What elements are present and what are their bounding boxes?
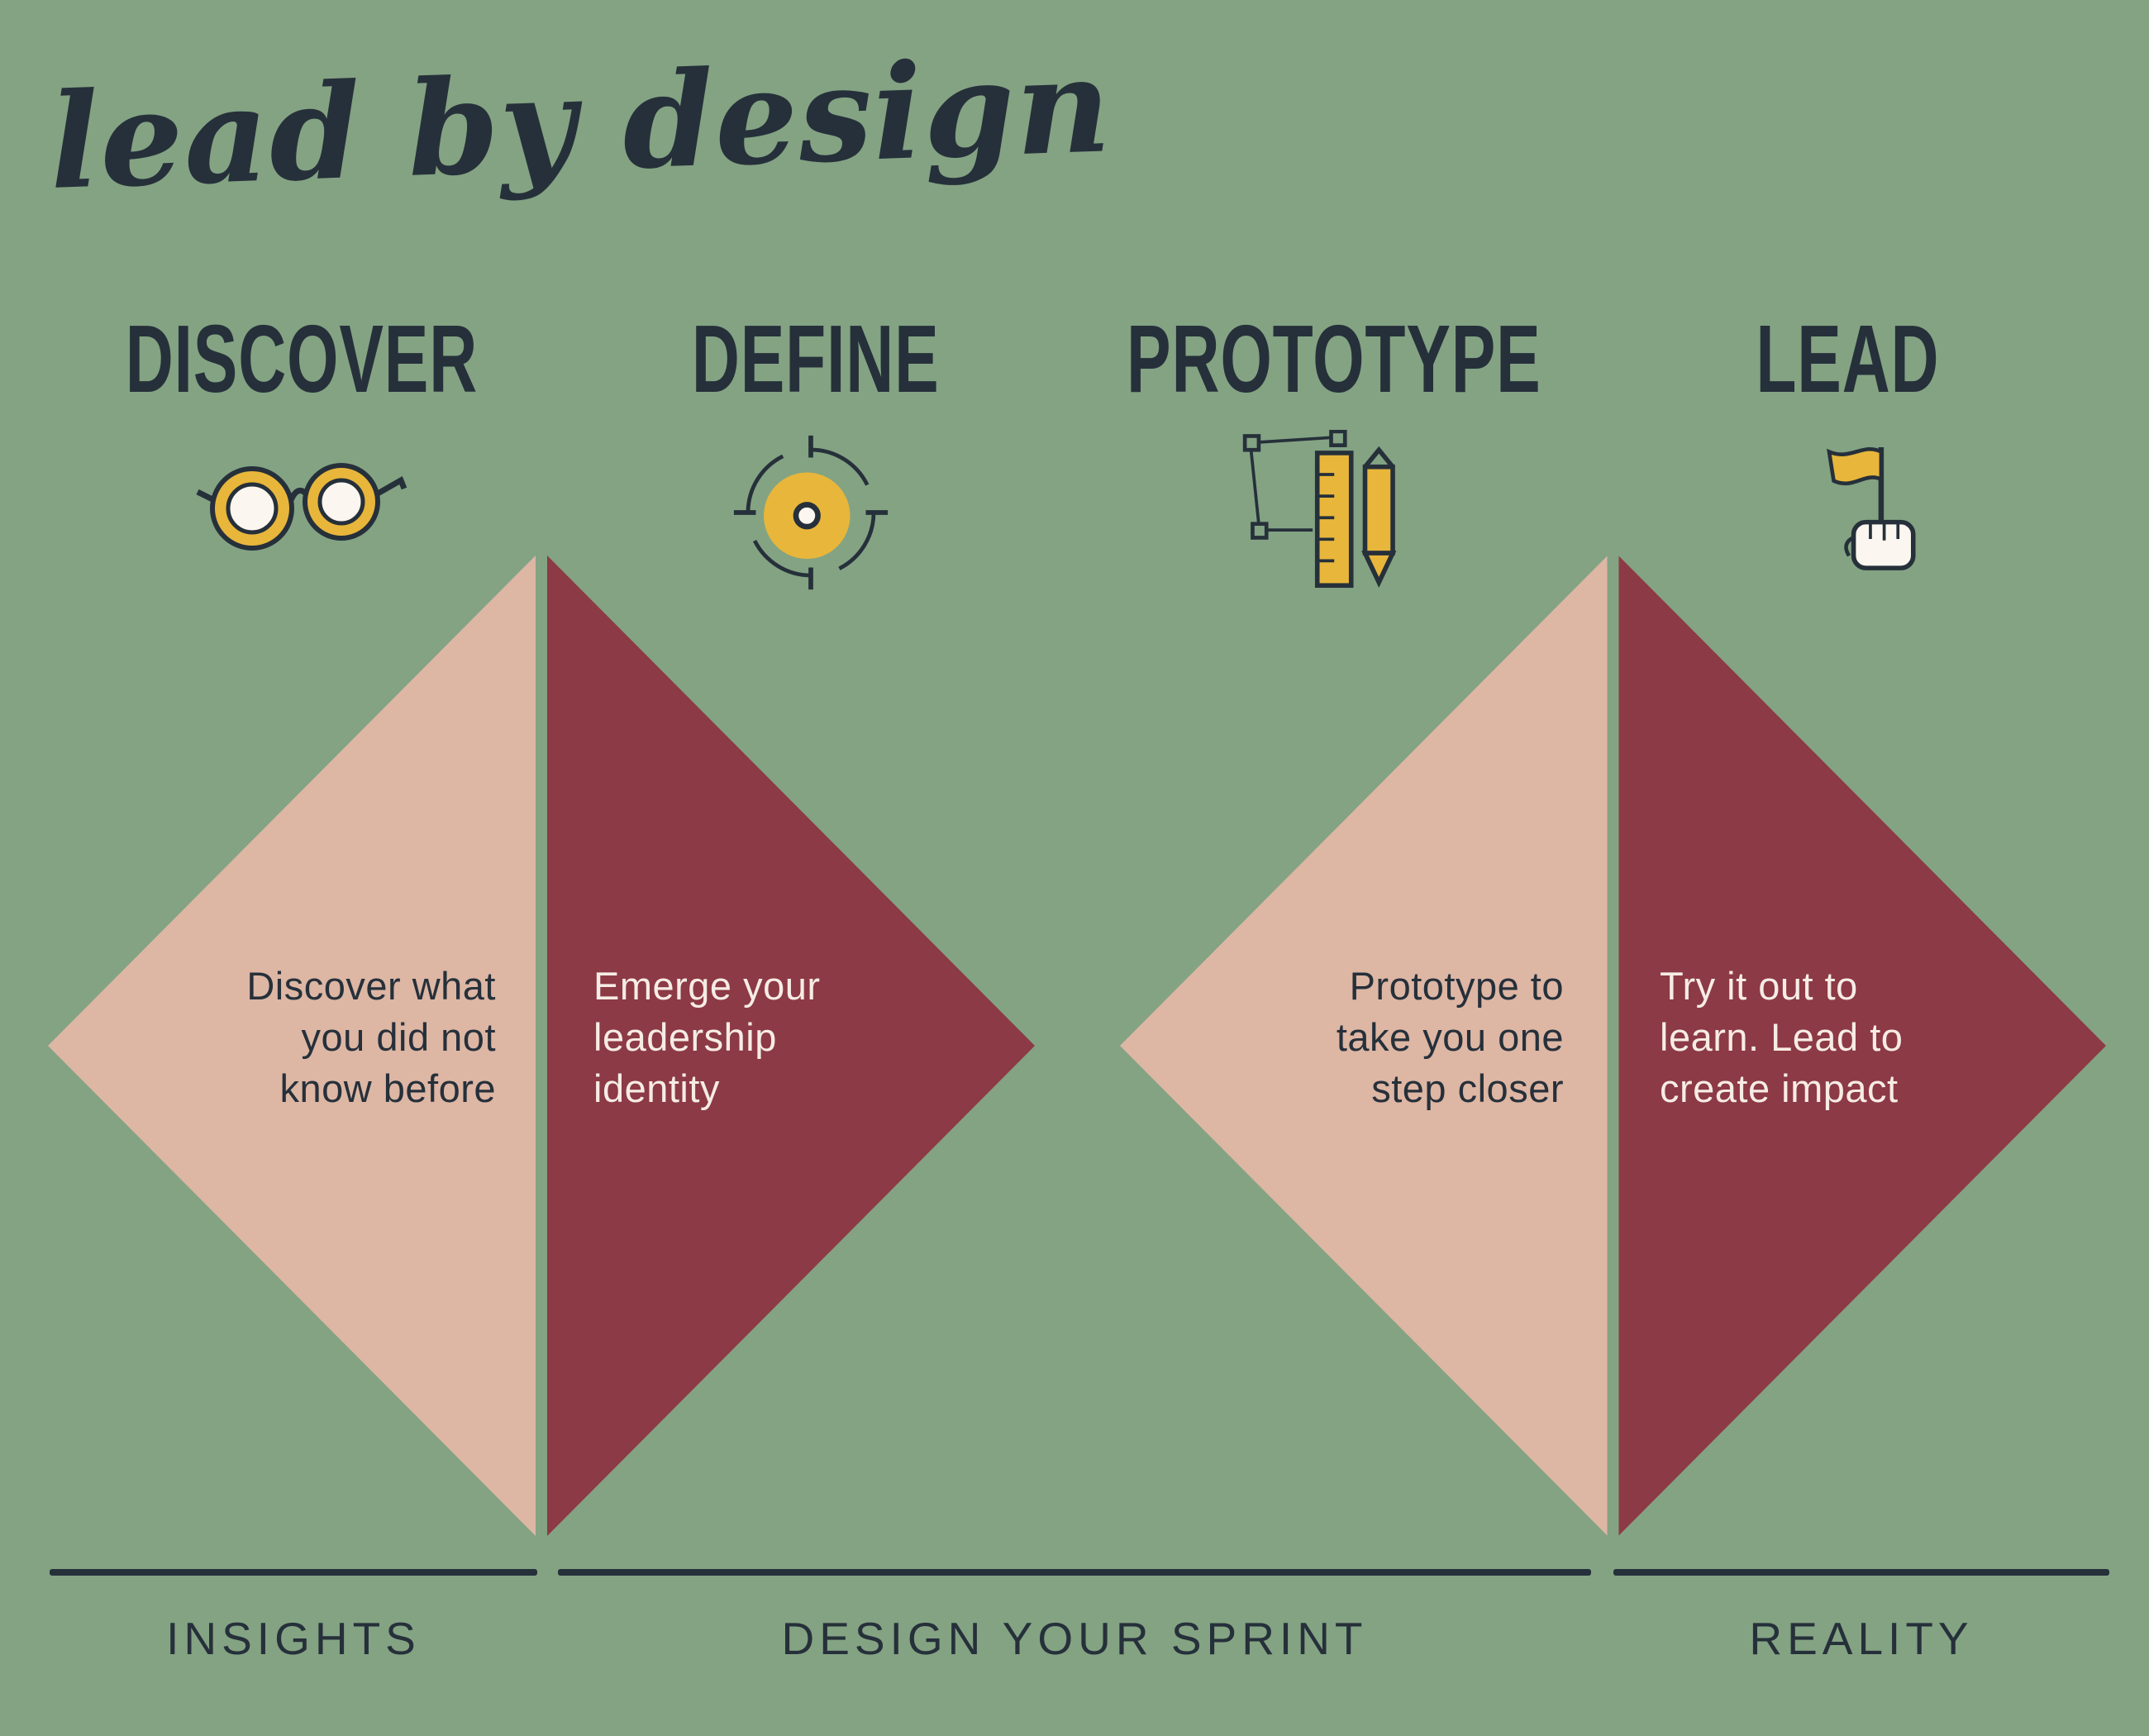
diamond-prototype-lead <box>1120 556 2106 1536</box>
page-title: lead by design <box>46 29 1114 219</box>
discover-description: Discover what you did not know before <box>246 964 496 1111</box>
diamond1-right-triangle <box>547 556 1035 1536</box>
define-description: Emerge your leadership identity <box>593 964 821 1111</box>
phase-label-lead: LEAD <box>1755 305 1940 413</box>
phase-label-prototype: PROTOTYPE <box>1127 305 1541 413</box>
timeline-label-reality: REALITY <box>1749 1613 1974 1664</box>
diamond1-left-triangle <box>48 556 536 1536</box>
timeline-label-design-sprint: DESIGN YOUR SPRINT <box>781 1613 1368 1664</box>
glasses-icon <box>194 451 409 562</box>
lead-description: Try it out to learn. Lead to create impa… <box>1660 964 1904 1111</box>
diamond2-left-triangle <box>1120 556 1608 1536</box>
prototype-icon <box>1238 429 1424 603</box>
phase-label-define: DEFINE <box>692 305 940 413</box>
prototype-description: Prototype to take you one step closer <box>1336 964 1564 1111</box>
timeline-label-insights: INSIGHTS <box>166 1613 421 1664</box>
flag-icon <box>1781 436 1938 594</box>
timeline-line-design-sprint <box>558 1569 1591 1576</box>
diamond2-right-triangle <box>1618 556 2106 1536</box>
timeline-line-reality <box>1613 1569 2109 1576</box>
diamond-discover-define <box>48 556 1035 1536</box>
target-icon <box>732 434 889 595</box>
phase-label-discover: DISCOVER <box>125 305 479 413</box>
timeline-line-insights <box>50 1569 537 1576</box>
